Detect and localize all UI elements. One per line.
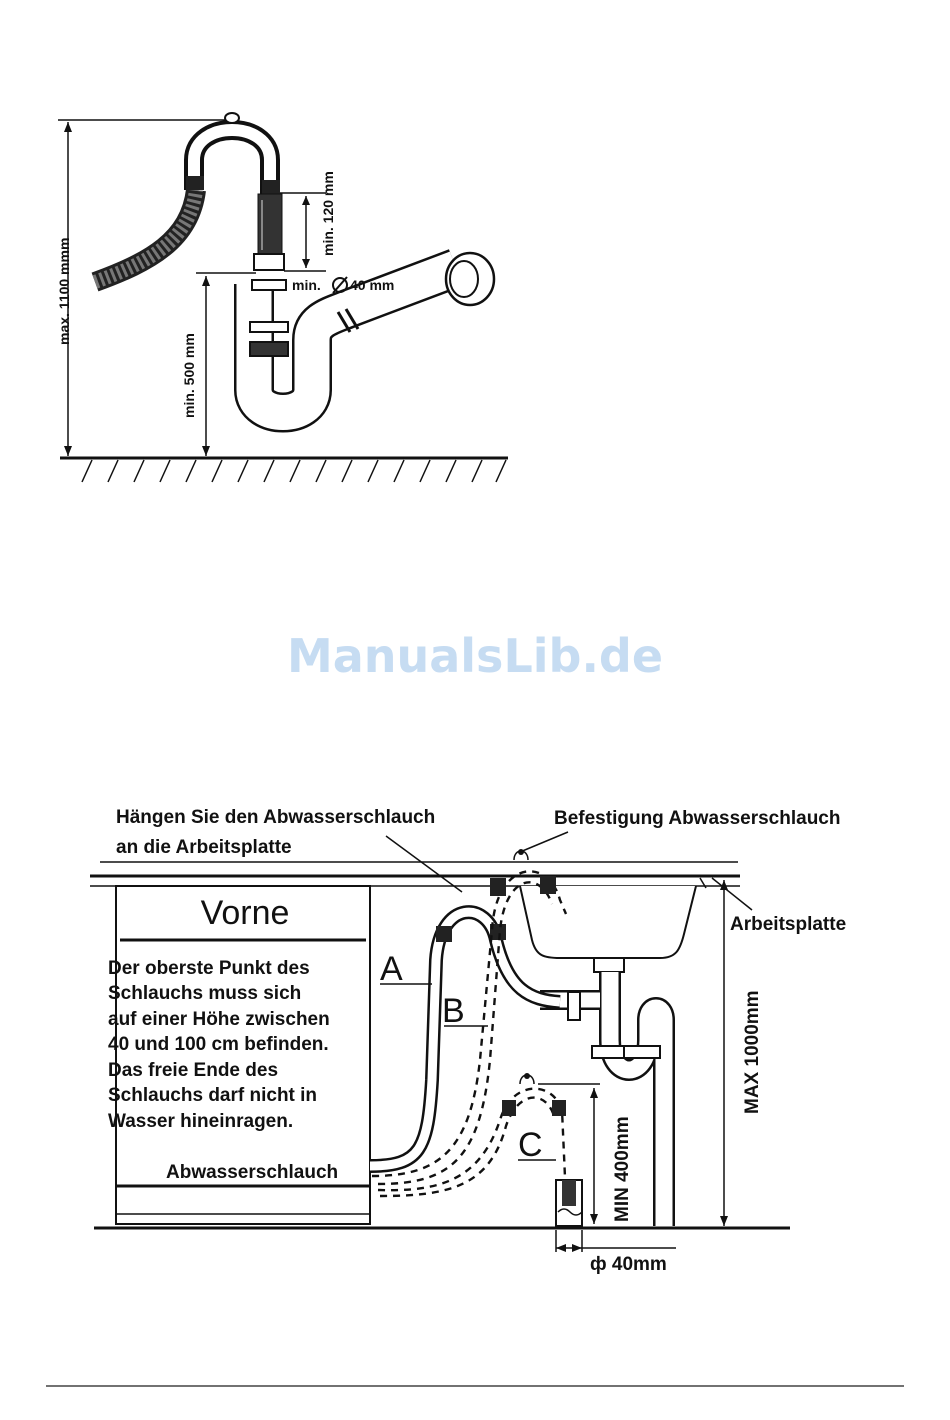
note-line-7: Wasser hineinragen.	[108, 1111, 293, 1132]
top-figure: max. 1100 mmm min. 120 mm min. 500 mm	[56, 112, 508, 483]
label-front: Vorne	[201, 894, 290, 932]
dim-min-insert: min. 120 mm	[320, 171, 336, 256]
dim-min-height-top: min. 500 mm	[181, 333, 197, 418]
dim-diameter-bottom: ф 40mm	[590, 1254, 667, 1275]
note-line-6: Schlauchs darf nicht in	[108, 1085, 317, 1106]
watermark: ManualsLib.de	[287, 629, 663, 683]
dishwasher-body	[115, 885, 371, 1225]
hose-b	[371, 870, 568, 1178]
dim-min-diameter-prefix: min.	[292, 277, 321, 293]
callout-hang-leader	[385, 835, 463, 893]
note-line-2: Schlauchs muss sich	[108, 983, 301, 1004]
note-line-5: Das freie Ende des	[108, 1060, 278, 1081]
diameter-icon	[332, 277, 348, 293]
dim-min-diameter-value: 40 mm	[350, 277, 394, 293]
note-line-4: 40 und 100 cm befinden.	[108, 1034, 329, 1055]
dim-max-height-top: max. 1100 mmm	[56, 238, 72, 345]
label-drain-hose: Abwasserschlauch	[166, 1162, 338, 1183]
bottom-figure: Hängen Sie den Abwasserschlauch an die A…	[90, 807, 846, 1275]
dim-min-height-bottom: MIN 400mm	[612, 1116, 633, 1222]
callout-fixing-leader	[519, 831, 569, 853]
dim-max-height-bottom: MAX 1000mm	[742, 990, 763, 1114]
callout-hang-line2: an die Arbeitsplatte	[116, 837, 292, 858]
marker-b: B	[442, 992, 465, 1030]
callout-fixing: Befestigung Abwasserschlauch	[554, 808, 840, 829]
marker-c: C	[518, 1126, 543, 1164]
floor-hatch	[81, 459, 507, 483]
marker-a: A	[380, 950, 403, 988]
callout-hang-line1: Hängen Sie den Abwasserschlauch	[116, 807, 435, 828]
sink-bowl	[519, 885, 697, 959]
note-line-3: auf einer Höhe zwischen	[108, 1009, 330, 1030]
hanger-knob	[224, 112, 240, 124]
note-line-1: Der oberste Punkt des	[108, 958, 310, 979]
label-worktop: Arbeitsplatte	[730, 914, 846, 935]
worktop-leader	[711, 877, 753, 911]
